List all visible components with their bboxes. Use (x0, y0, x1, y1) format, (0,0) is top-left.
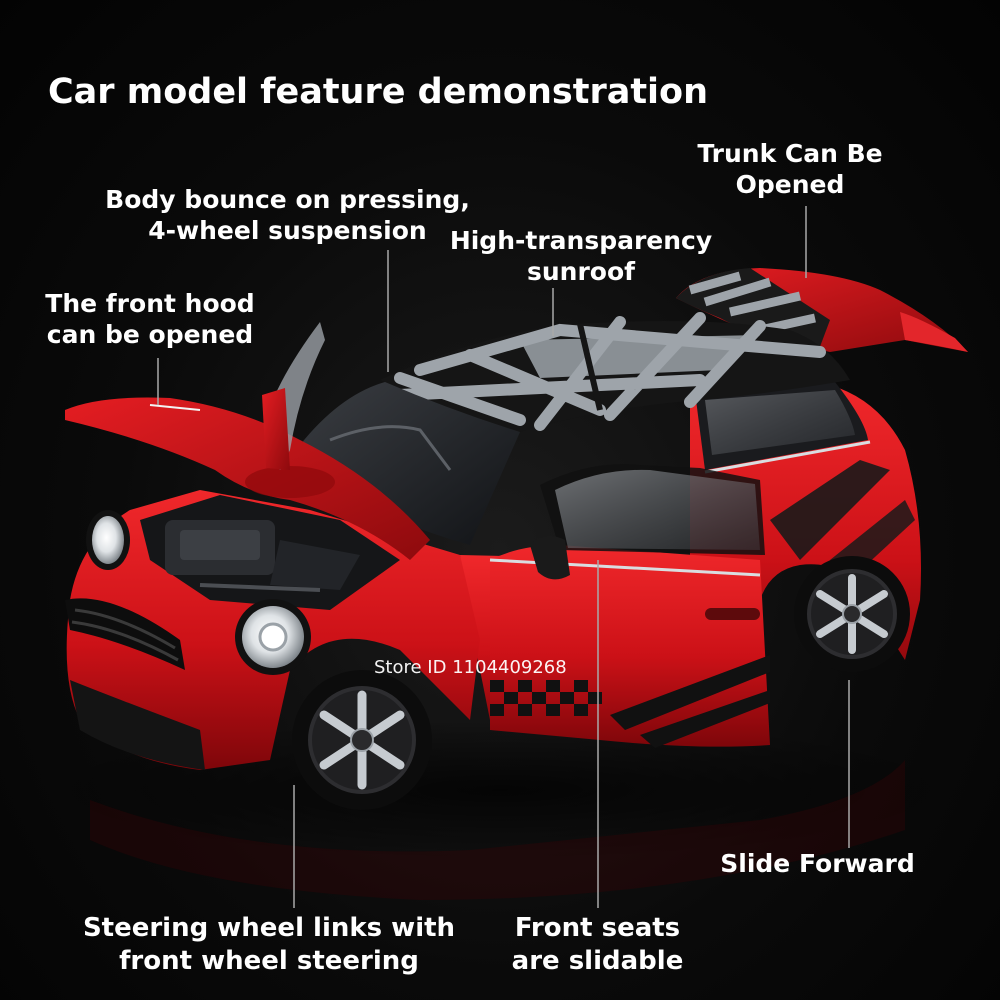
label-trunk-line-2: Opened (735, 170, 845, 200)
label-steering-line-1: Steering wheel links with (82, 913, 456, 943)
front-body (65, 490, 481, 770)
label-trunk: Trunk Can Be Opened (690, 138, 890, 201)
label-slide-line-1: Slide Forward (720, 849, 915, 878)
label-sunroof: High-transparency sunroof (445, 225, 717, 288)
label-suspension: Body bounce on pressing, 4-wheel suspens… (100, 184, 475, 247)
front-wheel (292, 670, 432, 810)
page-title: Car model feature demonstration (48, 72, 709, 112)
rear-wheel (794, 556, 910, 672)
label-suspension-line-1: Body bounce on pressing, (105, 185, 470, 214)
car-body (460, 464, 770, 748)
label-sunroof-line-1: High-transparency (449, 226, 713, 255)
label-steering: Steering wheel links with front wheel st… (80, 912, 458, 977)
front-hood (65, 397, 430, 560)
label-hood-line-2: can be opened (46, 320, 254, 350)
label-steering-line-2: front wheel steering (119, 945, 419, 976)
callout-lines (157, 206, 850, 908)
label-trunk-line-1: Trunk Can Be (697, 139, 883, 168)
label-slide-forward: Slide Forward (715, 848, 920, 879)
windshield (300, 382, 520, 545)
label-seats: Front seats are slidable (505, 912, 690, 977)
label-hood-line-1: The front hood (45, 289, 255, 318)
store-id-watermark: Store ID 1104409268 (374, 657, 567, 678)
label-seats-line-1: Front seats (514, 913, 681, 943)
label-seats-line-2: are slidable (511, 945, 684, 976)
label-hood: The front hood can be opened (40, 288, 260, 351)
label-suspension-line-2: 4-wheel suspension (148, 216, 427, 246)
label-sunroof-line-2: sunroof (526, 257, 636, 287)
roof (380, 312, 850, 432)
